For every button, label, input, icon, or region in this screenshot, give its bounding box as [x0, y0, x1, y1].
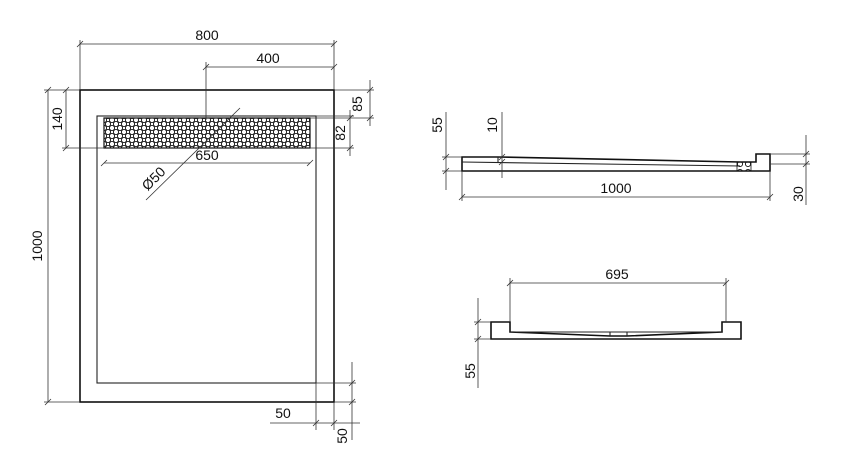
dim-label-outlet-diameter: Ø50	[138, 163, 168, 193]
dim-label-side-length: 1000	[600, 180, 631, 196]
dim-ticks	[44, 40, 374, 427]
dim-label-frame-top: 85	[349, 96, 365, 112]
dim-ticks	[474, 279, 730, 343]
dim-label-side-step: 10	[484, 117, 500, 133]
dim-line-outlet-diameter	[145, 107, 241, 201]
dim-label-side-height: 55	[429, 117, 445, 133]
dim-label-drain-band: 140	[49, 107, 65, 131]
dim-label-drain-offset: 400	[256, 50, 280, 66]
drain-grate-stagger	[104, 118, 310, 148]
side-outlet	[736, 161, 752, 172]
dim-label-rim-side: 50	[275, 405, 291, 421]
dim-label-drain-width: 82	[332, 125, 348, 141]
side-inner-floor	[461, 161, 741, 167]
side-profile	[461, 153, 771, 172]
end-view: 695 55	[462, 266, 742, 388]
plan-view: 800 400 85 650 140 82 Ø50 1000 50 50	[29, 27, 374, 444]
tray-inner-rim	[96, 115, 317, 384]
tray-outline	[79, 89, 335, 403]
dim-label-end-height: 55	[462, 363, 478, 379]
side-view: 55 10 1000 30	[429, 112, 810, 205]
dim-ticks	[442, 150, 810, 201]
dim-label-rim-bottom: 50	[334, 428, 350, 444]
dim-label-end-width: 695	[605, 266, 629, 282]
dim-label-side-thickness: 30	[790, 186, 806, 202]
dim-label-drain-length: 650	[195, 147, 219, 163]
dim-label-width: 800	[195, 27, 219, 43]
end-profile	[490, 321, 742, 340]
dim-label-length: 1000	[29, 230, 45, 261]
